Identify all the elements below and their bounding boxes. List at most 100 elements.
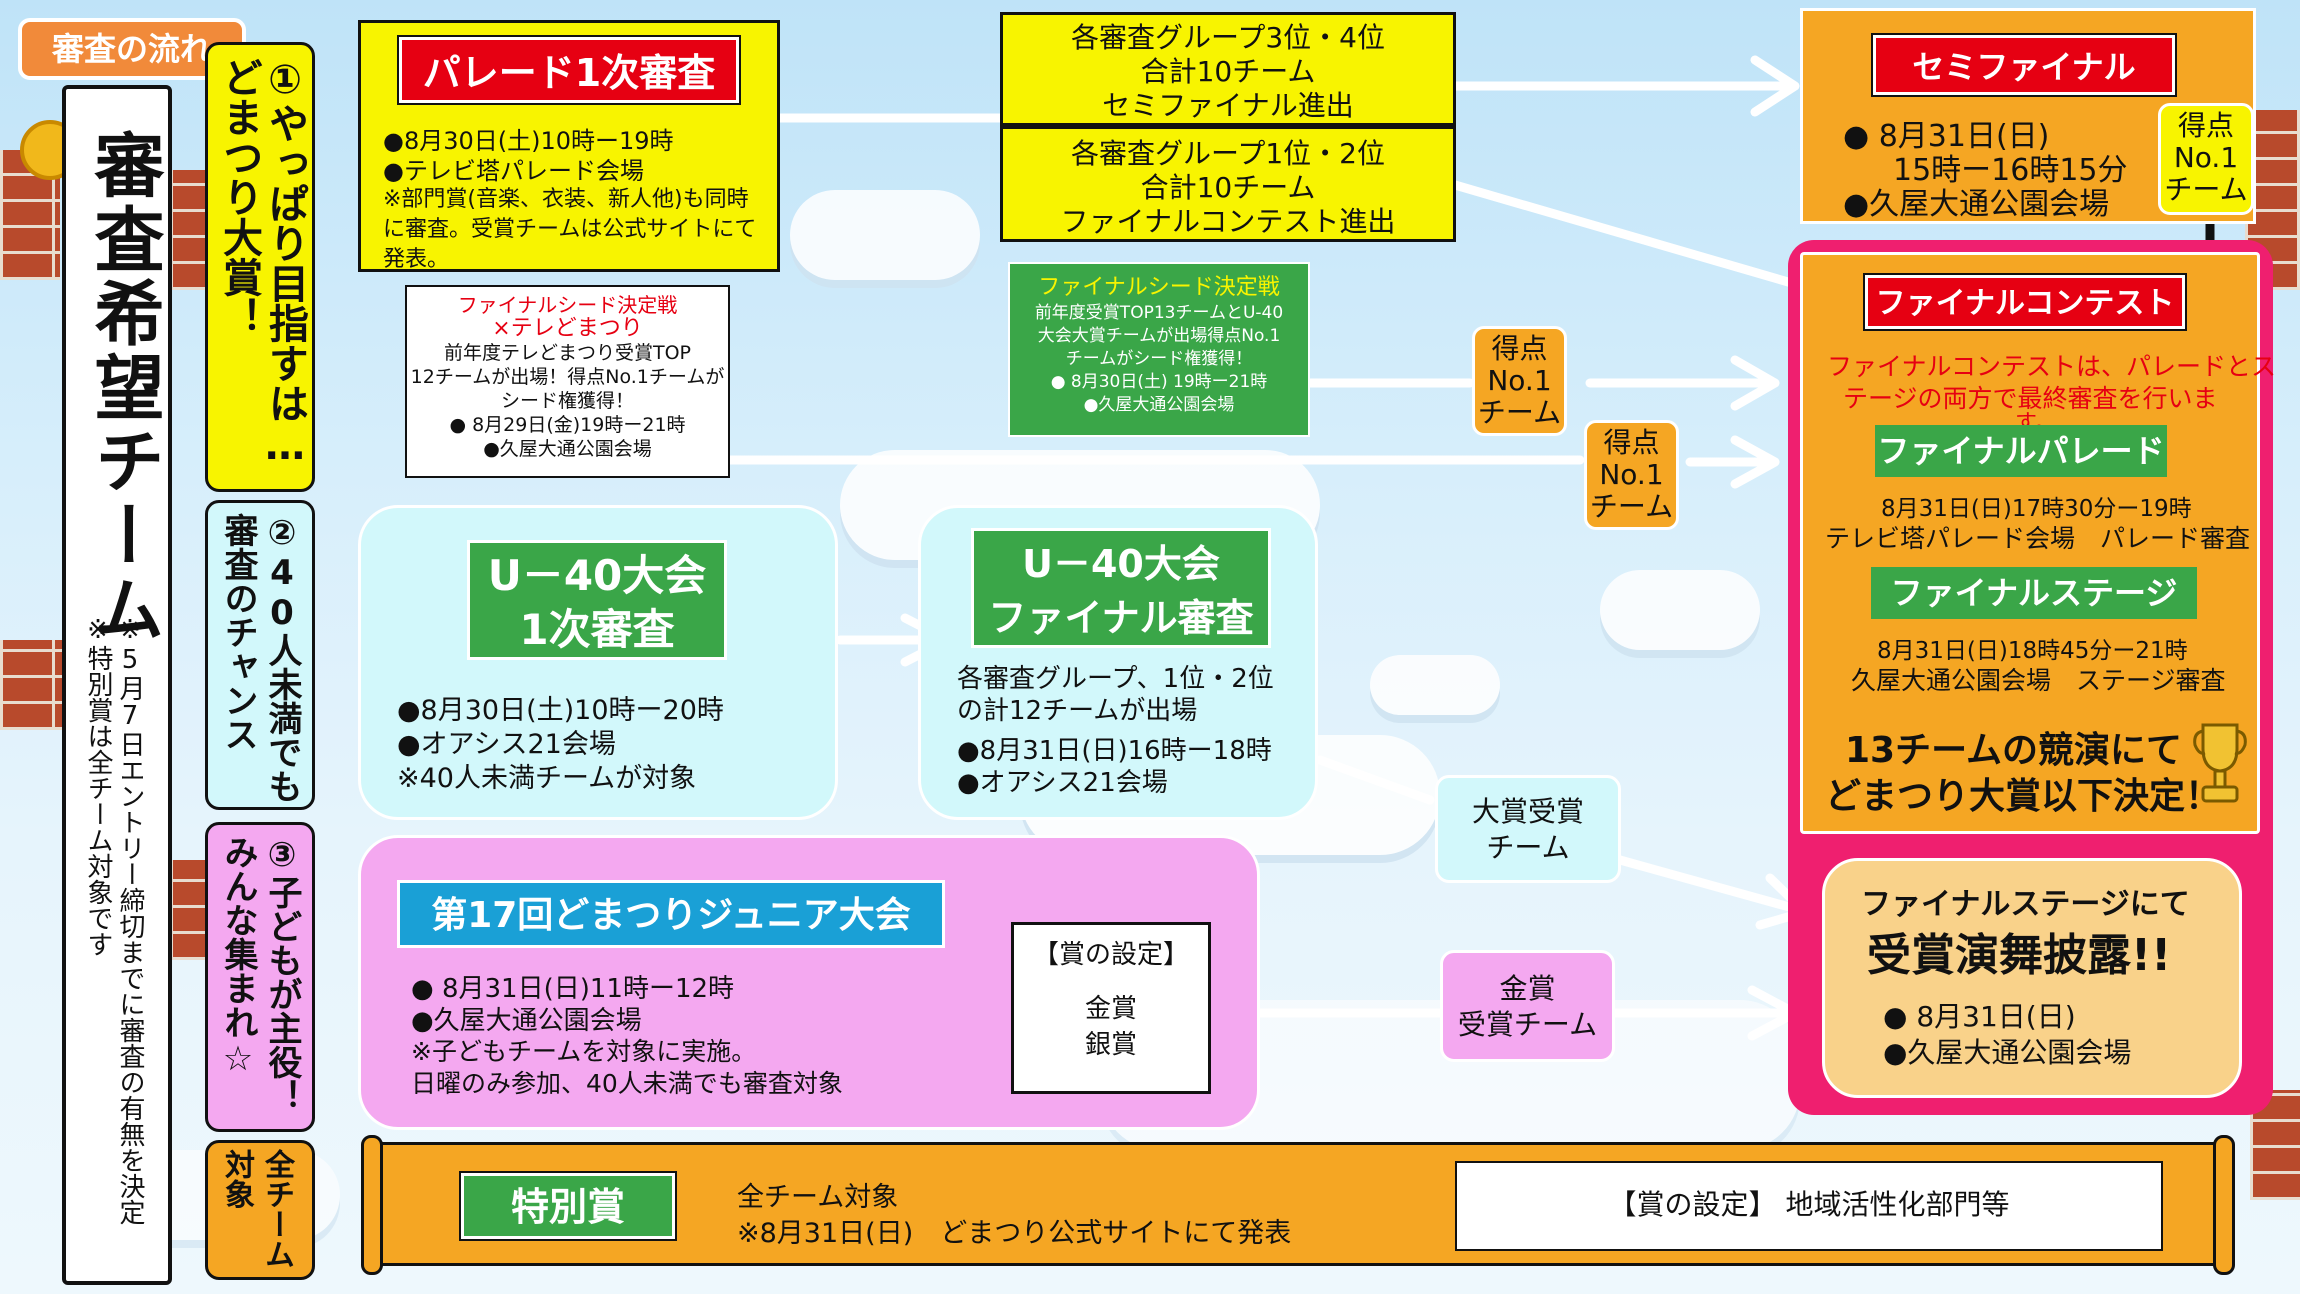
final-contest-desc-2: テージの両方で最終審査を行いま bbox=[1843, 384, 2218, 413]
special-award-setting-text: 【賞の設定】 地域活性化部門等 bbox=[1608, 1188, 2010, 1221]
semifinal-score-badge: 得点 No.1 チーム bbox=[2158, 103, 2254, 215]
score-badge-tv: 得点 No.1 チーム bbox=[1472, 326, 1567, 436]
award-performance-title-2: 受賞演舞披露!! bbox=[1867, 930, 2172, 981]
final-seed-title: ファイナルシード決定戦 bbox=[1038, 275, 1280, 300]
final-closing-2: どまつり大賞以下決定！ bbox=[1825, 776, 2222, 817]
special-award-title: 特別賞 bbox=[461, 1173, 675, 1239]
result-top-line-1: 各審査グループ3位・4位 bbox=[1071, 21, 1385, 54]
cloud bbox=[1600, 570, 1760, 650]
score-badge-green-line-3: チーム bbox=[1589, 490, 1674, 523]
junior-award-heading: 【賞の設定】 bbox=[1032, 940, 1189, 970]
u40-first-note: ※40人未満チームが対象 bbox=[397, 763, 697, 794]
semifinal-score-line-1: 得点 bbox=[2177, 109, 2234, 142]
junior-venue: ●久屋大通公園会場 bbox=[411, 1006, 642, 1036]
result-bottom-line-2: 合計10チーム bbox=[1140, 171, 1316, 204]
tv-seed-subtitle: ×テレどまつり bbox=[492, 316, 643, 341]
trophy-icon bbox=[2191, 717, 2249, 809]
tv-seed-venue: ●久屋大通公園会場 bbox=[483, 438, 652, 460]
u40-first-round-title: U－40大会 1次審査 bbox=[467, 540, 727, 660]
flow-header-tag: 審査の流れ bbox=[18, 18, 246, 80]
parade-date: ●8月30日(土)10時ー19時 bbox=[383, 127, 674, 155]
applicant-note-deadline: ※5月7日エントリー締切までに審査の有無を決定 bbox=[115, 615, 145, 1225]
final-closing-1: 13チームの競演にて bbox=[1845, 730, 2183, 771]
route-1-text: ①やっぱり目指すは…どまつり大賞！ bbox=[216, 57, 308, 469]
award-performance-box: ファイナルステージにて 受賞演舞披露!! ● 8月31日(日) ●久屋大通公園会… bbox=[1822, 858, 2242, 1098]
award-performance-title-1: ファイナルステージにて bbox=[1861, 887, 2190, 922]
semifinal-score-line-3: チーム bbox=[2164, 173, 2248, 206]
final-seed-date: ● 8月30日(土) 19時ー21時 bbox=[1050, 372, 1268, 392]
u40-first-date: ●8月30日(土)10時ー20時 bbox=[397, 695, 724, 726]
tv-seed-box: ファイナルシード決定戦 ×テレどまつり 前年度テレどまつり受賞TOP 12チーム… bbox=[405, 285, 730, 478]
final-parade-title: ファイナルパレード bbox=[1875, 425, 2167, 477]
route-1-label: ①やっぱり目指すは…どまつり大賞！ bbox=[205, 42, 315, 492]
final-seed-box: ファイナルシード決定戦 前年度受賞TOP13チームとU-40 大会大賞チームが出… bbox=[1008, 262, 1310, 437]
junior-contest-box: 第17回どまつりジュニア大会 ● 8月31日(日)11時ー12時 ●久屋大通公園… bbox=[358, 835, 1260, 1130]
semifinal-score-line-2: No.1 bbox=[2173, 141, 2239, 174]
final-parade-venue: テレビ塔パレード会場 パレード審査 bbox=[1825, 524, 2251, 553]
special-award-scope: 全チーム対象 bbox=[737, 1182, 899, 1213]
tv-seed-desc-1: 前年度テレどまつり受賞TOP bbox=[443, 342, 692, 364]
result-final-advance: 各審査グループ1位・2位 合計10チーム ファイナルコンテスト進出 bbox=[1000, 126, 1456, 242]
scroll-end-right bbox=[2213, 1135, 2235, 1275]
applicant-title: 審査希望チーム bbox=[83, 129, 165, 647]
final-seed-venue: ●久屋大通公園会場 bbox=[1083, 395, 1235, 415]
final-contest-title: ファイナルコンテスト bbox=[1865, 275, 2185, 329]
result-semifinal-advance: 各審査グループ3位・4位 合計10チーム セミファイナル進出 bbox=[1000, 12, 1456, 126]
parade-note-3: 発表。 bbox=[383, 247, 450, 272]
route-2-text: ②40人未満でも審査のチャンス bbox=[218, 513, 302, 803]
final-stage-title: ファイナルステージ bbox=[1871, 567, 2197, 619]
u40-first-round-box: U－40大会 1次審査 ●8月30日(土)10時ー20時 ●オアシス21会場 ※… bbox=[358, 505, 838, 820]
final-seed-desc-3: チームがシード権獲得！ bbox=[1065, 349, 1253, 369]
tv-seed-date: ● 8月29日(金)19時ー21時 bbox=[449, 414, 686, 436]
parade-first-round: パレード1次審査 ●8月30日(土)10時ー19時 ●テレビ塔パレード会場 ※部… bbox=[358, 20, 780, 272]
junior-contest-title: 第17回どまつりジュニア大会 bbox=[397, 880, 945, 948]
cloud bbox=[790, 190, 980, 280]
final-seed-desc-2: 大会大賞チームが出場得点No.1 bbox=[1037, 326, 1281, 346]
u40-final-title-line-1: U－40大会 bbox=[1022, 542, 1220, 586]
tv-seed-title: ファイナルシード決定戦 bbox=[457, 293, 678, 317]
parade-venue: ●テレビ塔パレード会場 bbox=[383, 157, 644, 185]
junior-award-silver: 銀賞 bbox=[1084, 1030, 1137, 1060]
special-award-scroll: 特別賞 全チーム対象 ※8月31日(日) どまつり公式サイトにて発表 【賞の設定… bbox=[361, 1135, 2235, 1275]
gold-prize-bubble: 金賞 受賞チーム bbox=[1440, 950, 1615, 1062]
gold-prize-line-1: 金賞 bbox=[1499, 972, 1556, 1005]
route-4-text: 全チーム対象 bbox=[219, 1149, 294, 1269]
u40-first-title-line-2: 1次審査 bbox=[519, 605, 675, 654]
brick-wall-left-2 bbox=[0, 640, 70, 730]
score-badge-tv-line-2: No.1 bbox=[1487, 364, 1552, 397]
result-bottom-line-3: ファイナルコンテスト進出 bbox=[1060, 205, 1396, 238]
result-top-line-2: 合計10チーム bbox=[1140, 55, 1316, 88]
special-award-setting: 【賞の設定】 地域活性化部門等 bbox=[1455, 1161, 2163, 1251]
u40-final-round-title: U－40大会 ファイナル審査 bbox=[971, 528, 1271, 648]
grand-prize-bubble: 大賞受賞 チーム bbox=[1435, 775, 1621, 883]
junior-award-box: 【賞の設定】 金賞 銀賞 bbox=[1011, 922, 1211, 1094]
cloud bbox=[1370, 655, 1500, 715]
applicant-note-special: ※特別賞は全チーム対象です bbox=[83, 615, 113, 957]
semifinal-date: ● 8月31日(日) bbox=[1843, 119, 2050, 154]
gold-prize-line-2: 受賞チーム bbox=[1457, 1008, 1598, 1041]
u40-first-title-line-1: U－40大会 bbox=[487, 551, 707, 600]
result-bottom-line-1: 各審査グループ1位・2位 bbox=[1071, 137, 1385, 170]
final-stage-date: 8月31日(日)18時45分ー21時 bbox=[1877, 638, 2188, 664]
junior-date: ● 8月31日(日)11時ー12時 bbox=[411, 974, 735, 1004]
final-seed-desc-1: 前年度受賞TOP13チームとU-40 bbox=[1034, 303, 1284, 323]
u40-final-venue: ●オアシス21会場 bbox=[957, 768, 1168, 798]
u40-final-date: ●8月31日(日)16時ー18時 bbox=[957, 736, 1272, 766]
u40-final-desc-1: 各審査グループ、1位・2位 bbox=[957, 664, 1274, 694]
award-performance-venue: ●久屋大通公園会場 bbox=[1883, 1036, 2132, 1069]
award-performance-date: ● 8月31日(日) bbox=[1883, 1000, 2076, 1033]
junior-note-2: 日曜のみ参加、40人未満でも審査対象 bbox=[411, 1069, 843, 1098]
special-award-announce: ※8月31日(日) どまつり公式サイトにて発表 bbox=[737, 1218, 1292, 1249]
final-contest-desc-1: ファイナルコンテストは、パレードとス bbox=[1827, 352, 2277, 381]
junior-award-gold: 金賞 bbox=[1084, 994, 1137, 1024]
tv-seed-desc-3: シード権獲得！ bbox=[500, 390, 634, 412]
score-badge-green: 得点 No.1 チーム bbox=[1584, 420, 1679, 530]
u40-final-desc-2: の計12チームが出場 bbox=[957, 696, 1198, 726]
parade-first-round-title: パレード1次審査 bbox=[399, 37, 739, 103]
semifinal-title: セミファイナル bbox=[1873, 35, 2175, 95]
final-contest-box: ファイナルコンテスト ファイナルコンテストは、パレードとス テージの両方で最終審… bbox=[1800, 252, 2276, 834]
junior-note-1: ※子どもチームを対象に実施。 bbox=[411, 1037, 757, 1066]
applicant-panel: 審査希望チーム bbox=[62, 85, 172, 1285]
grand-prize-line-2: チーム bbox=[1486, 831, 1570, 864]
score-badge-green-line-2: No.1 bbox=[1599, 458, 1664, 491]
